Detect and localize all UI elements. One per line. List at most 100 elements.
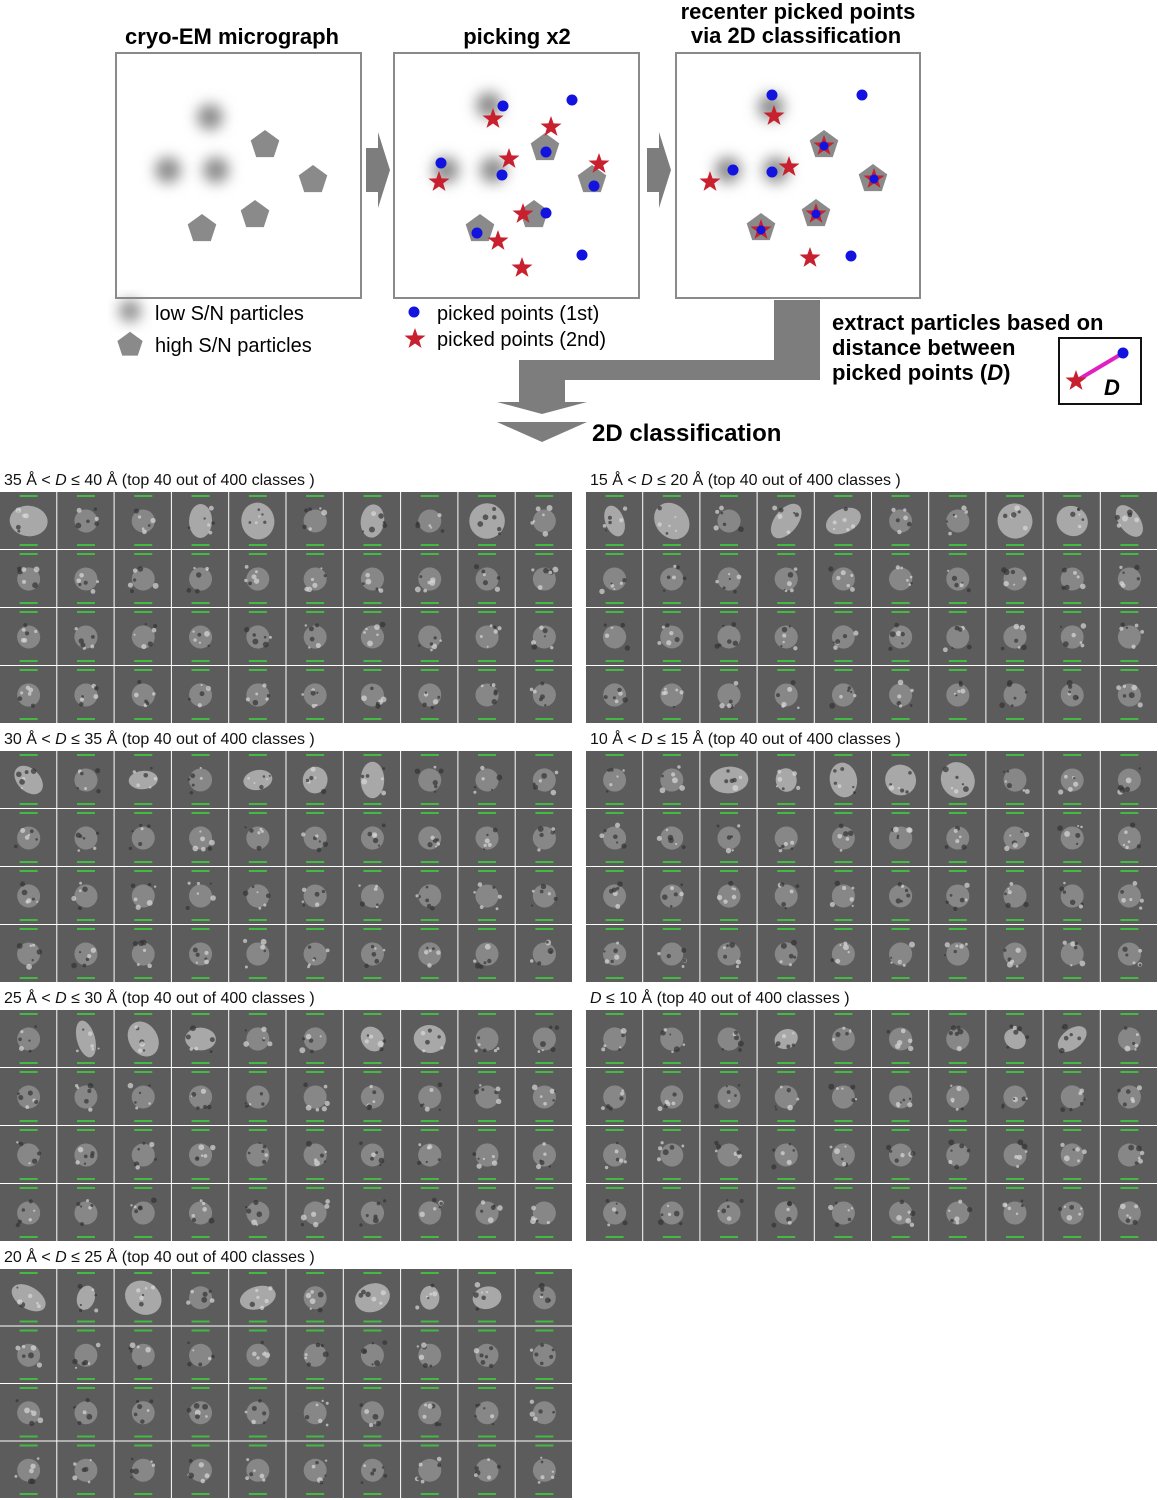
class-average-speckle [945,520,949,523]
class-resolution-mark [134,1435,153,1438]
class-resolution-mark [420,977,439,979]
class-average-speckle [474,1282,481,1288]
class-average-speckle [845,1032,849,1036]
class-average-speckle [895,630,902,637]
class-average-speckle [371,951,377,957]
class-average-density [303,942,327,966]
class-average-speckle [77,1283,83,1289]
class-average-speckle [895,1101,901,1107]
class-average-speckle [15,524,21,530]
class-average-speckle [26,898,32,904]
class-average-speckle [193,566,196,570]
class-average-speckle [28,1049,32,1053]
class-average-speckle [87,1031,93,1036]
class-count-mark [948,553,967,555]
class-resolution-mark [1120,1178,1139,1180]
class-average-speckle [1138,948,1143,953]
class-average-speckle [782,640,785,644]
class-grid-30-35: 30 Å < D ≤ 35 Å (top 40 out of 400 class… [0,731,573,983]
class-average-speckle [906,579,909,582]
class-average-speckle [1134,1204,1139,1209]
class-count-mark [306,1272,325,1274]
class-average-speckle [382,1340,388,1345]
class-average-speckle [97,1047,100,1050]
class-average-speckle [498,532,501,536]
class-average-speckle [304,508,309,513]
class-average-speckle [361,582,365,586]
class-count-mark [948,611,967,613]
class-average-speckle [793,511,796,514]
class-resolution-mark [1063,1236,1082,1238]
class-average-speckle [137,679,142,685]
class-average-speckle [680,883,683,887]
class-average-speckle [1080,583,1086,590]
class-average-speckle [538,779,542,783]
class-count-mark [1006,1187,1024,1189]
class-average-speckle [252,638,259,645]
class-resolution-mark [76,1178,95,1180]
class-average-speckle [721,1048,725,1051]
class-average-speckle [434,1421,440,1427]
class-average-speckle [622,506,628,511]
class-average-speckle [1119,1203,1126,1210]
class-average-density [717,509,741,533]
class-average-speckle [85,1397,90,1403]
class-average-speckle [78,950,82,954]
class-average-speckle [477,1157,480,1160]
class-average-speckle [661,894,668,900]
class-average-speckle [18,1094,24,1101]
class-average-speckle [84,787,88,790]
class-average-speckle [494,586,501,592]
class-average-speckle [616,886,620,890]
class-average-speckle [88,1107,93,1112]
class-resolution-mark [76,861,95,863]
class-resolution-mark [134,1120,153,1122]
class-average-speckle [138,1091,142,1095]
class-resolution-mark [191,1236,210,1238]
class-average-speckle [432,699,439,705]
class-average-speckle [842,517,847,523]
class-count-mark [662,611,681,613]
class-average-speckle [840,767,845,771]
class-average-speckle [908,1045,914,1052]
class-average-speckle [537,848,541,852]
class-count-mark [420,1071,439,1073]
class-average-speckle [961,844,967,850]
class-average-speckle [780,1151,785,1156]
class-average-speckle [955,944,959,948]
class-average-speckle [1124,830,1128,834]
class-average-speckle [531,1205,536,1211]
class-average-speckle [1004,845,1010,852]
class-average-speckle [198,1462,204,1468]
class-average-speckle [244,1410,248,1414]
class-resolution-mark [478,1378,497,1380]
class-average-speckle [547,892,551,896]
class-average-speckle [489,624,493,628]
class-count-mark [306,1444,325,1447]
class-average-speckle [359,1223,363,1227]
class-resolution-mark [948,861,967,863]
class-average-speckle [1131,644,1136,649]
class-resolution-mark [19,1178,38,1180]
class-count-mark [306,870,325,872]
class-average-speckle [135,904,141,910]
legend-high-sn: high S/N particles [155,335,312,357]
class-average-speckle [303,1082,308,1088]
class-average-speckle [721,1208,727,1214]
class-average-speckle [80,1222,84,1226]
class-average-speckle [422,1362,428,1369]
class-average-speckle [778,848,783,853]
class-resolution-mark [662,977,681,979]
class-average-density [303,1143,327,1167]
class-count-mark [76,1387,95,1389]
class-average-speckle [1005,902,1011,909]
class-average-density [17,1027,41,1051]
grid-title-prefix: 10 Å < [590,731,642,748]
class-average-speckle [437,1082,443,1088]
class-count-mark [134,669,153,671]
class-average-density [418,509,442,533]
class-average-speckle [540,1293,544,1297]
class-average-speckle [886,1029,891,1034]
class-average-speckle [1015,1212,1019,1216]
class-average-speckle [191,1213,196,1218]
